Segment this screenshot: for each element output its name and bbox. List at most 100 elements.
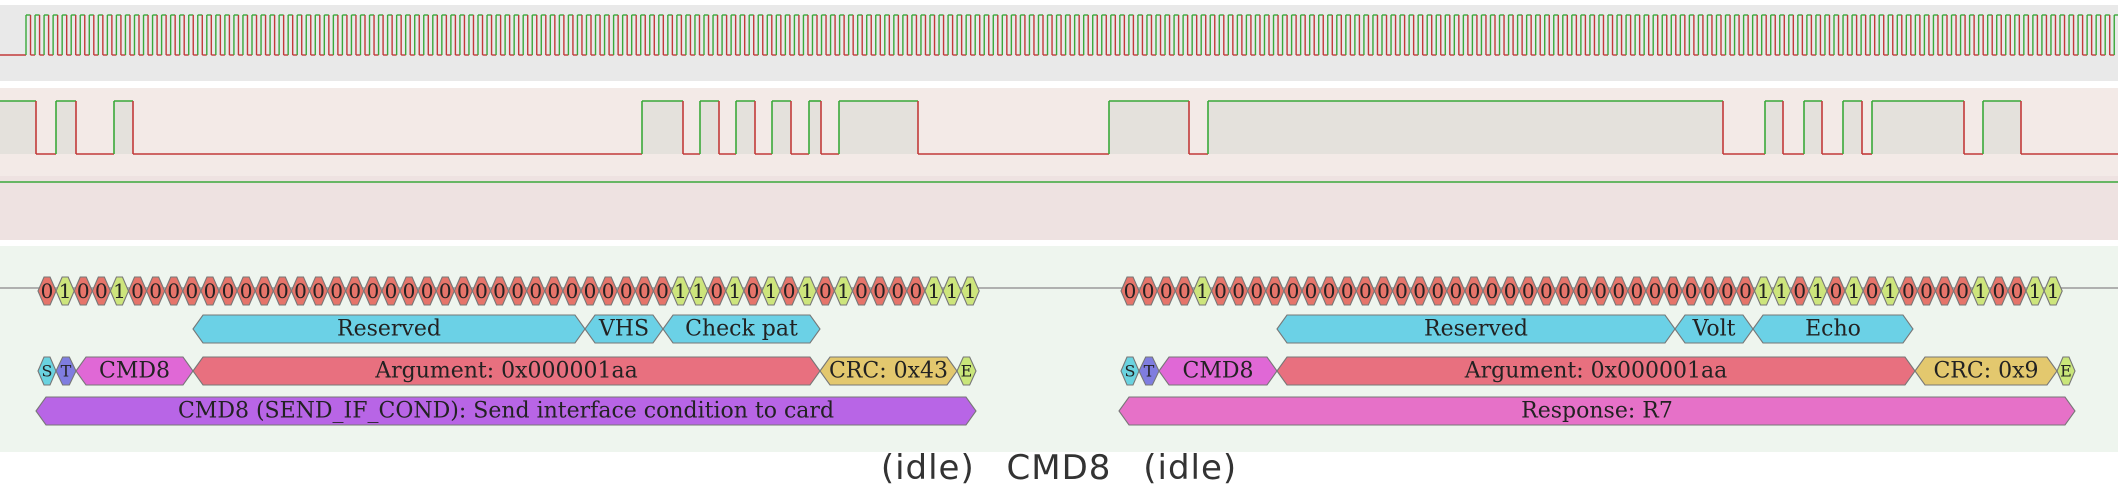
decoded-bit-label: 0 (1739, 279, 1752, 303)
decoded-bit-label: 0 (1920, 279, 1933, 303)
decoded-bit-label: 1 (1884, 279, 1897, 303)
decoded-bit-label: 0 (240, 279, 253, 303)
decoded-bit-label: 0 (855, 279, 868, 303)
end-segment (2056, 356, 2076, 386)
decoded-bit-label: 0 (131, 279, 144, 303)
decoded-bit-label: 0 (1685, 279, 1698, 303)
decoded-bit-label: 1 (1811, 279, 1824, 303)
decoded-bit-label: 0 (1830, 279, 1843, 303)
decoded-bit-label: 0 (1866, 279, 1879, 303)
start-label: S (1125, 362, 1136, 381)
decoded-bit-label: 0 (1793, 279, 1806, 303)
status-idle-after: (idle) (1143, 448, 1238, 488)
decoded-bit-label: 0 (1667, 279, 1680, 303)
decoded-bit-label: 0 (638, 279, 651, 303)
decoded-bit-label: 0 (783, 279, 796, 303)
decoded-bit-label: 1 (59, 279, 72, 303)
decoded-bit-label: 0 (1540, 279, 1553, 303)
decoded-bit-label: 0 (330, 279, 343, 303)
decoded-bit-label: 0 (1142, 279, 1155, 303)
cmd-high-fill (1208, 101, 1723, 154)
cmd-high-fill (56, 101, 76, 154)
decoded-bit-label: 1 (728, 279, 741, 303)
decoded-bit-label: 0 (1522, 279, 1535, 303)
decoded-bit-label: 0 (312, 279, 325, 303)
decoded-bit-label: 0 (41, 279, 54, 303)
field-segment (1752, 314, 1914, 344)
decoded-bit-label: 1 (1775, 279, 1788, 303)
end-label: E (2060, 362, 2072, 381)
decoded-bit-label: 0 (1287, 279, 1300, 303)
decoded-bit-label: 0 (547, 279, 560, 303)
decoded-bit-label: 0 (566, 279, 579, 303)
cmd-high-fill (1109, 101, 1189, 154)
status-current-command: CMD8 (1006, 448, 1112, 488)
field-label: Check pat (685, 317, 798, 342)
dat0-track-background (0, 176, 2118, 240)
cmd-high-fill (1843, 101, 1862, 154)
cmd-high-fill (1983, 101, 2021, 154)
cmd-high-fill (114, 101, 133, 154)
response-segment (1118, 396, 2076, 426)
decoded-bit-label: 0 (1902, 279, 1915, 303)
field-label: Reserved (1424, 317, 1528, 342)
decoded-bit-label: 0 (258, 279, 271, 303)
end-segment (956, 356, 977, 386)
cmd-high-fill (0, 101, 36, 154)
cmd-high-fill (839, 101, 918, 154)
cmd-high-fill (1765, 101, 1783, 154)
decoded-bit-label: 0 (204, 279, 217, 303)
cmd-high-fill (809, 101, 821, 154)
decoded-bit-label: 0 (1468, 279, 1481, 303)
decoded-bit (960, 276, 980, 306)
decoded-bit-label: 1 (1848, 279, 1861, 303)
decoded-bit-label: 0 (366, 279, 379, 303)
decoded-bit-label: 0 (1449, 279, 1462, 303)
cmd-high-fill (772, 101, 791, 154)
start-label: S (42, 362, 53, 381)
status-bar: (idle) CMD8 (idle) (0, 448, 2118, 496)
decoded-bit-label: 0 (1938, 279, 1951, 303)
cmd-high-fill (1804, 101, 1822, 154)
decoded-bit-label: 1 (674, 279, 687, 303)
cmd-high-fill (700, 101, 719, 154)
field-segment (662, 314, 821, 344)
decoded-bit-label: 0 (656, 279, 669, 303)
status-idle-before: (idle) (880, 448, 975, 488)
decoded-bit-label: 0 (1612, 279, 1625, 303)
clk-waveform (0, 14, 2118, 56)
decoded-bit-label: 0 (1992, 279, 2005, 303)
cmd_desc-segment (35, 396, 977, 426)
decoded-bit-label: 0 (1232, 279, 1245, 303)
field-label: Reserved (337, 317, 441, 342)
decoded-bit-label: 0 (584, 279, 597, 303)
cmd_desc-label: CMD8 (SEND_IF_COND): Send interface cond… (178, 399, 834, 424)
decoded-bit (2043, 276, 2063, 306)
end-label: E (961, 362, 973, 381)
decoded-bit-label: 0 (77, 279, 90, 303)
decoded-bit-label: 0 (1504, 279, 1517, 303)
cmd-track-background (0, 88, 2118, 176)
decoded-bit-label: 0 (1268, 279, 1281, 303)
decoded-bit-label: 1 (765, 279, 778, 303)
decoded-bit-label: 0 (1395, 279, 1408, 303)
crc-label: CRC: 0x9 (1933, 359, 2038, 384)
cmd-waveform (0, 100, 2118, 155)
decoded-bit-label: 0 (602, 279, 615, 303)
decoded-bit-label: 0 (1160, 279, 1173, 303)
decoded-bit-label: 0 (222, 279, 235, 303)
field-label: Volt (1692, 317, 1736, 342)
field-label: VHS (598, 317, 649, 342)
cmd-label: CMD8 (1183, 359, 1254, 384)
field-label: Echo (1805, 317, 1861, 342)
decoded-bit-label: 0 (1305, 279, 1318, 303)
decoded-bit-label: 0 (95, 279, 108, 303)
decoded-bit-label: 0 (1558, 279, 1571, 303)
decoded-bit-label: 0 (475, 279, 488, 303)
decoded-bit-label: 1 (946, 279, 959, 303)
decoded-bit-label: 0 (1359, 279, 1372, 303)
decoded-bit-label: 1 (928, 279, 941, 303)
decoded-bit-label: 0 (1323, 279, 1336, 303)
decoded-bit-label: 0 (1594, 279, 1607, 303)
